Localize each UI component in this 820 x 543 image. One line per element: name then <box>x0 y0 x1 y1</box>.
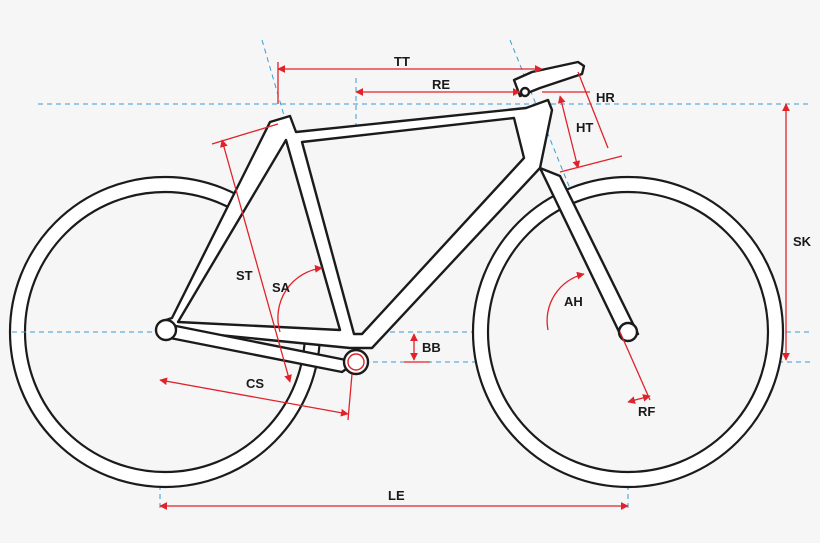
label-ht: HT <box>576 120 593 135</box>
dimension-labels: TT RE HR HT SK ST SA AH BB CS RF LE <box>236 54 812 503</box>
label-cs: CS <box>246 376 264 391</box>
dimension-lines <box>159 62 790 510</box>
label-ah: AH <box>564 294 583 309</box>
label-st: ST <box>236 268 253 283</box>
label-sk: SK <box>793 234 812 249</box>
label-re: RE <box>432 77 450 92</box>
label-sa: SA <box>272 280 291 295</box>
label-rf: RF <box>638 404 655 419</box>
label-bb: BB <box>422 340 441 355</box>
label-tt: TT <box>394 54 410 69</box>
label-le: LE <box>388 488 405 503</box>
label-hr: HR <box>596 90 615 105</box>
